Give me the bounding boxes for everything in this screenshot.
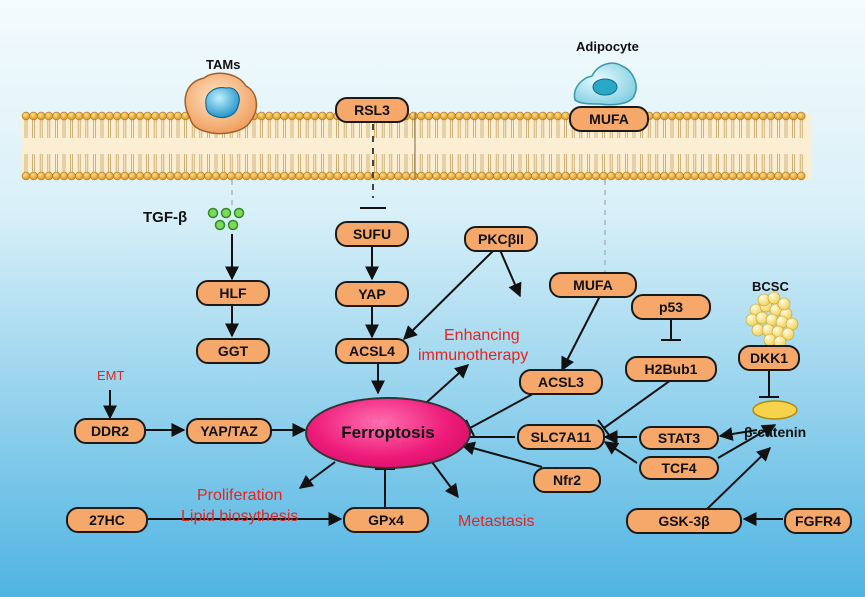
node-ddr2: DDR2 <box>74 418 146 444</box>
outcome-enhancing: Enhancing <box>444 327 520 344</box>
node-sufu: SUFU <box>335 221 409 247</box>
beta-catenin-label: β-catenin <box>744 424 807 440</box>
emt-label: EMT <box>97 368 125 383</box>
node-dkk1: DKK1 <box>738 345 800 371</box>
outcome-metastasis: Metastasis <box>458 513 535 530</box>
node-yap-taz: YAP/TAZ <box>186 418 272 444</box>
activation-arrows <box>103 234 783 526</box>
node-h2bub1: H2Bub1 <box>625 356 717 382</box>
node-slc7a11: SLC7A11 <box>517 424 605 450</box>
node-gpx4: GPx4 <box>343 507 429 533</box>
node-hlf: HLF <box>196 280 270 306</box>
node-nfr2: Nfr2 <box>533 467 601 493</box>
adipocyte-cell-icon <box>573 62 637 106</box>
node-tcf4: TCF4 <box>639 456 719 480</box>
cell-membrane <box>21 111 812 181</box>
node-fgfr4: FGFR4 <box>784 508 852 534</box>
outcome-proliferation: Proliferation <box>197 487 283 504</box>
node-acsl3: ACSL3 <box>519 369 603 395</box>
node-mufa-adipocyte: MUFA <box>569 106 649 132</box>
node-ferroptosis: Ferroptosis <box>305 397 471 469</box>
tams-label: TAMs <box>206 57 241 72</box>
node-acsl4: ACSL4 <box>335 338 409 364</box>
outcome-immunotherapy: immunotherapy <box>418 347 529 364</box>
bcsc-label: BCSC <box>752 279 789 294</box>
node-stat3: STAT3 <box>639 426 719 450</box>
node-yap: YAP <box>335 281 409 307</box>
node-p53: p53 <box>631 294 711 320</box>
outcome-lipid-biosynthesis: Lipid biosythesis <box>181 508 299 525</box>
adipocyte-label: Adipocyte <box>576 39 639 54</box>
node-rsl3: RSL3 <box>335 97 409 123</box>
node-27hc: 27HC <box>66 507 148 533</box>
bcsc-cell-cluster-icon <box>745 291 799 349</box>
node-pkcbii: PKCβII <box>464 226 538 252</box>
node-mufa: MUFA <box>549 272 637 298</box>
node-ggt: GGT <box>196 338 270 364</box>
node-gsk3b: GSK-3β <box>626 508 742 534</box>
tgf-beta-molecules-icon <box>207 207 245 231</box>
beta-catenin-shape <box>752 400 798 420</box>
tam-cell-icon <box>184 72 258 135</box>
tgf-beta-label: TGF-β <box>143 209 188 226</box>
